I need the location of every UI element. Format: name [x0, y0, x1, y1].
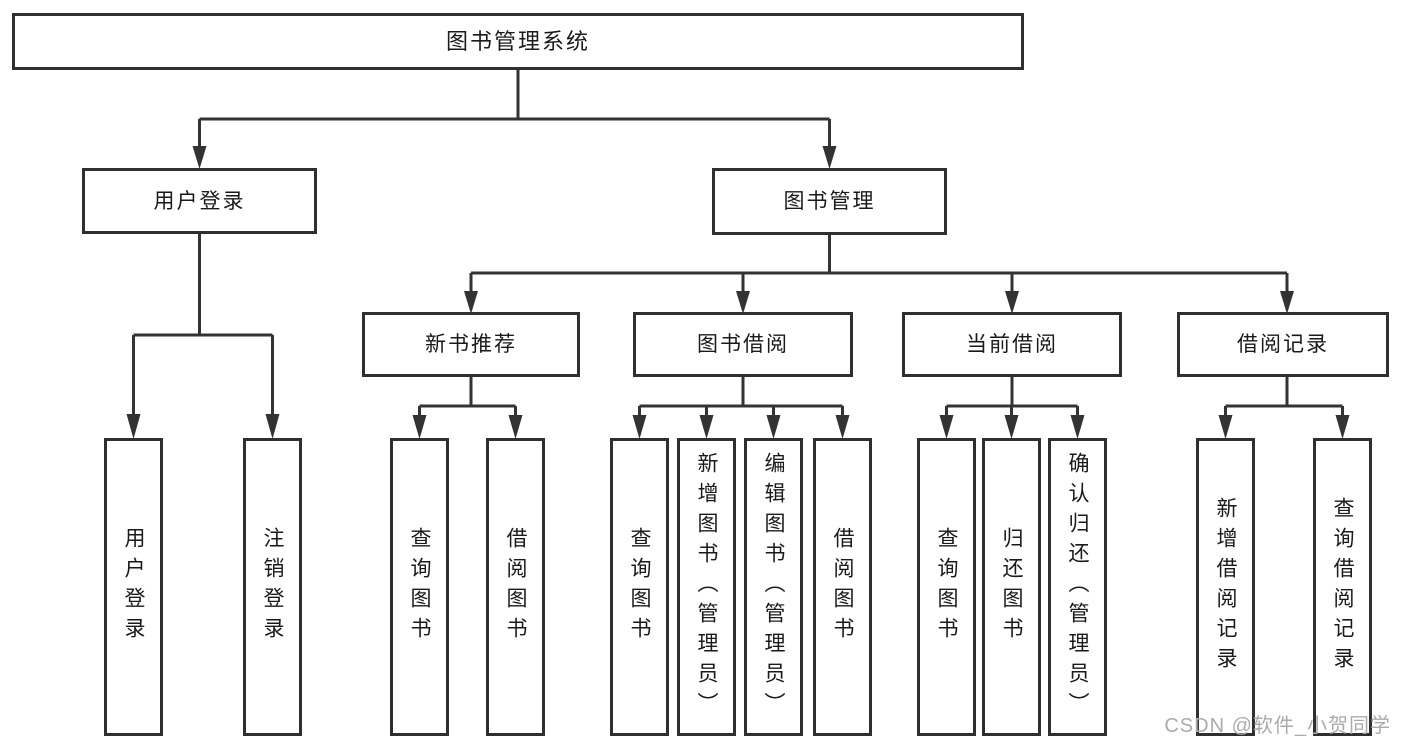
- leaf-borrow-query-books-label: 查询图书: [628, 527, 651, 647]
- node-borrowing-records-label: 借阅记录: [1237, 333, 1329, 356]
- node-book-borrowing-label: 图书借阅: [697, 333, 789, 356]
- leaf-borrow-borrow-books-label: 借阅图书: [831, 527, 854, 647]
- leaf-borrow-query-books: 查询图书: [610, 438, 669, 736]
- node-new-book-recommendation-label: 新书推荐: [425, 333, 517, 356]
- leaf-newbook-borrow-books: 借阅图书: [486, 438, 545, 736]
- connector-root-to-branches: [192, 70, 837, 169]
- node-library-management-system: 图书管理系统: [12, 13, 1024, 70]
- leaf-logout-label: 注销登录: [261, 527, 284, 647]
- leaf-current-confirm-return-admin: 确认归还（管理员）: [1048, 438, 1107, 736]
- node-borrowing-records: 借阅记录: [1177, 312, 1389, 377]
- leaf-current-return-books-label: 归还图书: [1000, 527, 1023, 647]
- connector-user-login-to-leaves: [126, 234, 280, 439]
- leaf-current-query-books: 查询图书: [917, 438, 976, 736]
- connector-book-management-to-modules: [464, 235, 1294, 314]
- node-current-borrowing: 当前借阅: [902, 312, 1122, 377]
- csdn-watermark: CSDN @软件_小贺同学: [1164, 715, 1391, 737]
- node-user-login-branch-label: 用户登录: [153, 189, 246, 213]
- node-book-management-branch: 图书管理: [712, 168, 947, 235]
- connector-new-book-to-leaves: [412, 377, 523, 439]
- node-current-borrowing-label: 当前借阅: [966, 333, 1058, 356]
- leaf-newbook-borrow-books-label: 借阅图书: [504, 527, 527, 647]
- leaf-borrow-edit-books-admin: 编辑图书（管理员）: [744, 438, 803, 736]
- leaf-records-add-record-label: 新增借阅记录: [1214, 497, 1237, 677]
- leaf-borrow-add-books-admin-label: 新增图书（管理员）: [695, 452, 718, 722]
- leaf-current-return-books: 归还图书: [982, 438, 1041, 736]
- node-book-borrowing: 图书借阅: [633, 312, 853, 377]
- leaf-records-query-record: 查询借阅记录: [1313, 438, 1372, 736]
- leaf-borrow-add-books-admin: 新增图书（管理员）: [677, 438, 736, 736]
- leaf-newbook-query-books-label: 查询图书: [408, 527, 431, 647]
- node-library-management-system-label: 图书管理系统: [445, 28, 590, 54]
- connector-current-borrow-to-leaves: [939, 377, 1085, 439]
- leaf-user-login-label: 用户登录: [122, 527, 145, 647]
- node-book-management-branch-label: 图书管理: [783, 190, 876, 213]
- leaf-current-confirm-return-admin-label: 确认归还（管理员）: [1066, 452, 1089, 722]
- leaf-records-query-record-label: 查询借阅记录: [1331, 497, 1354, 677]
- node-user-login-branch: 用户登录: [82, 168, 317, 234]
- leaf-records-add-record: 新增借阅记录: [1196, 438, 1255, 736]
- leaf-borrow-edit-books-admin-label: 编辑图书（管理员）: [762, 452, 785, 722]
- leaf-logout: 注销登录: [243, 438, 302, 736]
- node-new-book-recommendation: 新书推荐: [362, 312, 580, 377]
- connector-borrow-records-to-leaves: [1218, 377, 1350, 439]
- leaf-current-query-books-label: 查询图书: [935, 527, 958, 647]
- leaf-newbook-query-books: 查询图书: [390, 438, 449, 736]
- leaf-user-login: 用户登录: [104, 438, 163, 736]
- leaf-borrow-borrow-books: 借阅图书: [813, 438, 872, 736]
- connector-book-borrow-to-leaves: [632, 377, 850, 439]
